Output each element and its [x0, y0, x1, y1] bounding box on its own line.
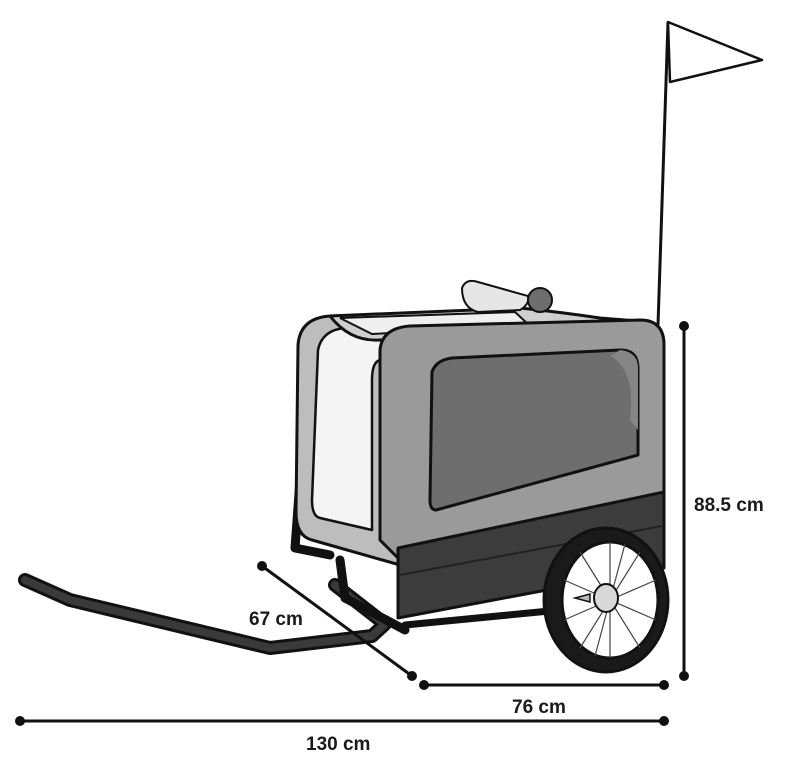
- tow-bar: [18, 573, 392, 655]
- dimension-width-label: 67 cm: [249, 609, 303, 630]
- dimension-height-label: 88.5 cm: [694, 495, 764, 516]
- trailer-body: [378, 318, 666, 620]
- wheel: [542, 526, 670, 674]
- dimension-height: 88.5 cm: [679, 321, 764, 681]
- dimension-depth-label: 76 cm: [512, 697, 566, 718]
- dimension-width: 67 cm: [249, 561, 417, 681]
- bell-icon: [460, 279, 553, 314]
- dimension-total-length: 130 cm: [15, 716, 669, 755]
- dimension-total-length-label: 130 cm: [306, 734, 370, 755]
- safety-flag: [656, 20, 764, 326]
- dimension-depth: 76 cm: [419, 680, 669, 718]
